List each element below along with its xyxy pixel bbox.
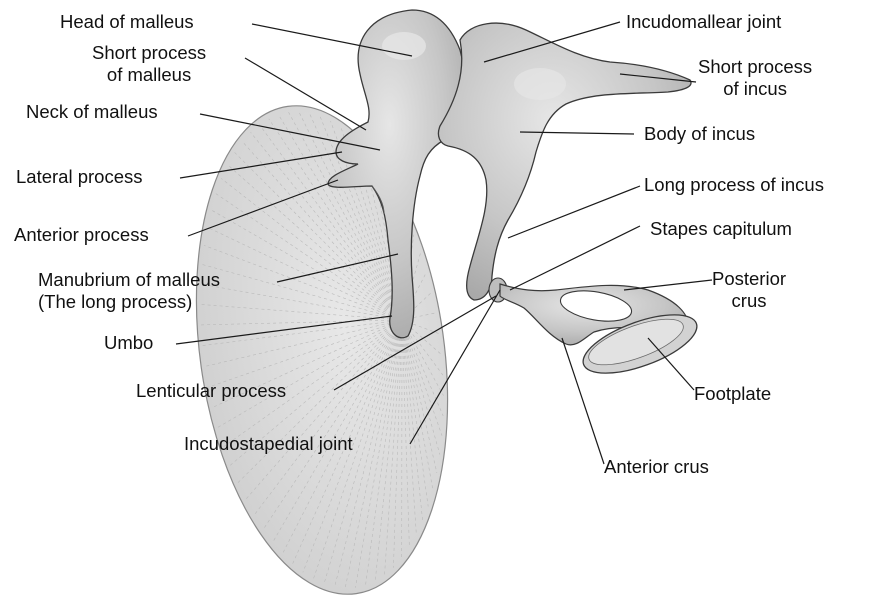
label-posterior-crus: Posterior crus — [712, 268, 786, 312]
label-neck-of-malleus: Neck of malleus — [26, 101, 158, 123]
leader-long-process-of-incus — [508, 186, 640, 238]
label-posterior-crus-line1: Posterior — [712, 268, 786, 290]
label-posterior-crus-line2: crus — [712, 290, 786, 312]
stapes — [500, 284, 704, 385]
tympanic-membrane — [167, 89, 477, 596]
label-umbo: Umbo — [104, 332, 153, 354]
label-anterior-crus: Anterior crus — [604, 456, 709, 478]
label-short-process-of-incus-line2: of incus — [698, 78, 812, 100]
label-manubrium-line1: Manubrium of malleus — [38, 269, 220, 291]
label-lenticular-process: Lenticular process — [136, 380, 286, 402]
label-manubrium-of-malleus: Manubrium of malleus (The long process) — [38, 269, 220, 313]
label-short-process-of-incus: Short process of incus — [698, 56, 812, 100]
label-long-process-of-incus: Long process of incus — [644, 174, 824, 196]
leader-stapes-capitulum — [510, 226, 640, 290]
label-short-process-of-malleus-line2: of malleus — [92, 64, 206, 86]
label-footplate: Footplate — [694, 383, 771, 405]
label-manubrium-line2: (The long process) — [38, 291, 220, 313]
label-short-process-of-malleus: Short process of malleus — [92, 42, 206, 86]
incus — [438, 23, 691, 300]
label-incudostapedial-joint: Incudostapedial joint — [184, 433, 353, 455]
label-body-of-incus: Body of incus — [644, 123, 755, 145]
label-short-process-of-incus-line1: Short process — [698, 56, 812, 78]
label-anterior-process: Anterior process — [14, 224, 149, 246]
label-head-of-malleus: Head of malleus — [60, 11, 194, 33]
label-stapes-capitulum: Stapes capitulum — [650, 218, 792, 240]
label-incudomallear-joint: Incudomallear joint — [626, 11, 781, 33]
label-lateral-process: Lateral process — [16, 166, 142, 188]
leader-posterior-crus — [624, 280, 712, 290]
label-short-process-of-malleus-line1: Short process — [92, 42, 206, 64]
